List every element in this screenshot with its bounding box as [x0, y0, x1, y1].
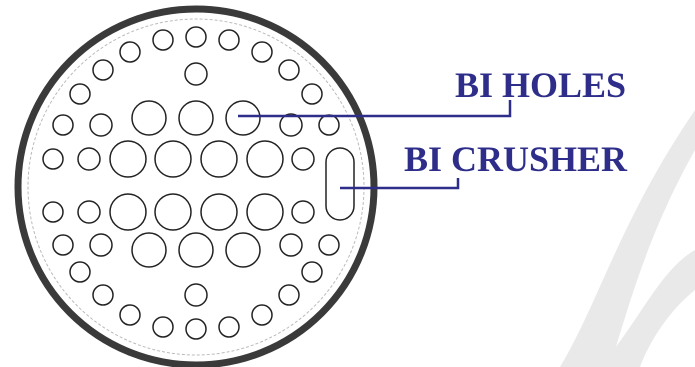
bi-hole	[185, 26, 207, 48]
watermark-swoosh-outer	[560, 110, 695, 367]
bi-hole	[200, 193, 238, 231]
bi-hole	[291, 200, 315, 224]
bi-hole	[278, 284, 300, 306]
bi-hole	[89, 233, 113, 257]
bi-hole	[279, 233, 303, 257]
bi-hole	[246, 193, 284, 231]
bi-hole	[77, 200, 101, 224]
bi-hole	[109, 193, 147, 231]
bi-hole	[119, 304, 141, 326]
bi-hole	[92, 284, 114, 306]
bi-hole	[246, 140, 284, 178]
bi-hole	[200, 140, 238, 178]
bi-hole	[301, 83, 323, 105]
bi-hole	[301, 261, 323, 283]
crusher-leader-line	[340, 178, 460, 190]
bi-hole	[131, 100, 167, 136]
bi-hole	[184, 62, 208, 86]
bi-hole	[318, 114, 340, 136]
bi-hole	[184, 283, 208, 307]
bi-hole	[154, 140, 192, 178]
bi-hole	[185, 318, 207, 340]
bi-hole	[131, 232, 167, 268]
bi-hole	[251, 41, 273, 63]
bi-hole	[225, 232, 261, 268]
bi-hole	[69, 261, 91, 283]
bi-hole	[109, 140, 147, 178]
bi-holes-label: BI HOLES	[455, 65, 626, 105]
watermark-logo	[560, 110, 695, 367]
bi-hole	[251, 304, 273, 326]
bi-hole	[154, 193, 192, 231]
watermark-swoosh-inner	[600, 250, 695, 367]
bi-hole	[152, 316, 174, 338]
bi-hole	[318, 234, 340, 256]
bi-hole	[225, 100, 261, 136]
bi-hole	[218, 316, 240, 338]
bi-hole	[42, 201, 64, 223]
bi-hole	[291, 147, 315, 171]
bi-hole	[278, 59, 300, 81]
bi-hole	[52, 114, 74, 136]
crusher-slot	[325, 147, 355, 221]
bi-hole	[77, 147, 101, 171]
bi-hole	[178, 100, 214, 136]
bi-hole	[92, 59, 114, 81]
bi-hole	[119, 41, 141, 63]
bi-crusher-label: BI CRUSHER	[404, 139, 628, 179]
bi-hole	[218, 29, 240, 51]
bi-hole	[42, 148, 64, 170]
bi-hole	[52, 234, 74, 256]
holes-leader-line	[238, 100, 512, 118]
bi-hole	[178, 232, 214, 268]
holes-group	[42, 26, 340, 340]
bi-hole	[89, 113, 113, 137]
bi-hole	[152, 29, 174, 51]
bi-hole	[279, 113, 303, 137]
bi-hole	[69, 83, 91, 105]
